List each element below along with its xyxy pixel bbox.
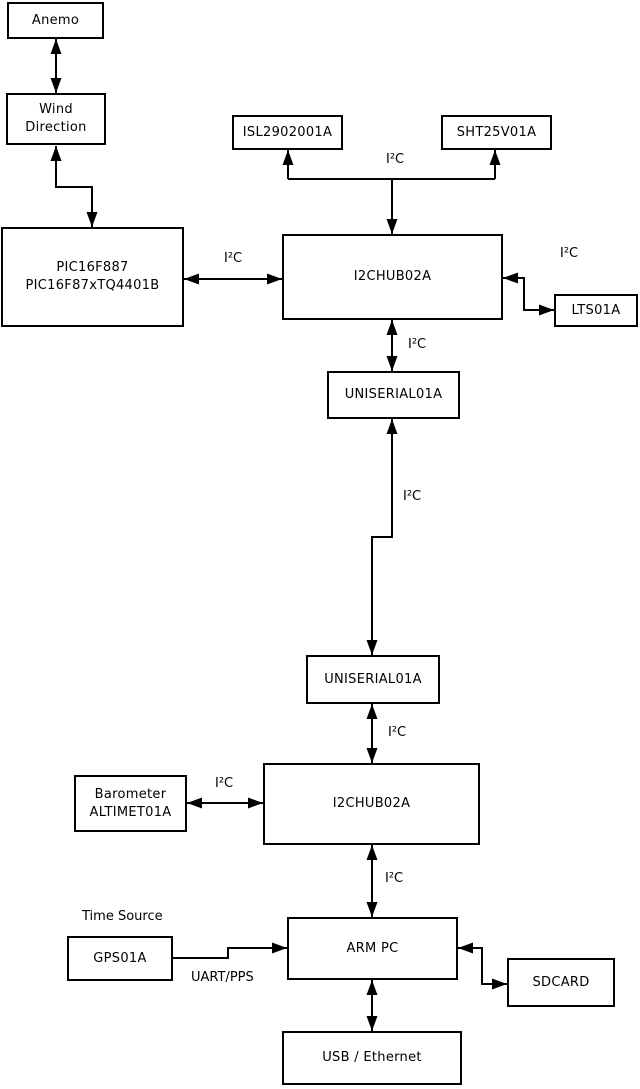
node-wind-direction: Wind Direction — [6, 93, 106, 145]
edge-armpc-sdcard — [458, 942, 507, 990]
edge-uniserial1-uniserial2 — [366, 419, 398, 655]
edge-label-i2c-serial-link: I²C — [403, 489, 422, 504]
edge-label-i2c-pic-hub: I²C — [224, 251, 243, 266]
edge-label-i2c-sensor-bus: I²C — [386, 152, 405, 167]
node-lts01a: LTS01A — [554, 294, 638, 327]
edge-gps-armpc — [173, 942, 287, 959]
node-sdcard: SDCARD — [507, 958, 615, 1007]
node-lts01a-label: LTS01A — [571, 302, 621, 318]
node-barometer-altimet01a: Barometer ALTIMET01A — [74, 775, 187, 832]
node-arm-pc-label: ARM PC — [346, 940, 399, 956]
node-wind-direction-label: Wind Direction — [25, 102, 87, 135]
node-i2chub02a-upper-label: I2CHUB02A — [353, 269, 432, 285]
node-arm-pc: ARM PC — [287, 917, 458, 980]
node-isl2902001a: ISL2902001A — [232, 115, 343, 150]
edge-winddir-pic — [50, 146, 98, 227]
node-gps01a: GPS01A — [67, 936, 173, 981]
node-anemo-label: Anemo — [31, 12, 80, 28]
edge-label-i2c-hub2-arm: I²C — [385, 871, 404, 886]
node-uniserial01a-upper-label: UNISERIAL01A — [344, 387, 443, 403]
node-uniserial01a-lower: UNISERIAL01A — [306, 655, 440, 704]
edge-label-i2c-serial-hub2: I²C — [388, 725, 407, 740]
node-anemo: Anemo — [7, 2, 104, 39]
node-uniserial01a-upper: UNISERIAL01A — [327, 371, 460, 419]
node-barometer-altimet01a-label: Barometer ALTIMET01A — [89, 786, 172, 820]
edge-label-time-source: Time Source — [82, 909, 163, 924]
edge-label-uart-pps: UART/PPS — [191, 970, 254, 985]
edge-label-i2c-hub-serial: I²C — [408, 337, 427, 352]
node-i2chub02a-lower: I2CHUB02A — [263, 763, 480, 845]
node-pic16f887: PIC16F887 PIC16F87xTQ4401B — [1, 227, 184, 327]
node-pic16f887-label: PIC16F887 PIC16F87xTQ4401B — [25, 260, 160, 293]
edge-hub1-lts — [503, 272, 554, 316]
node-uniserial01a-lower-label: UNISERIAL01A — [324, 671, 422, 687]
node-i2chub02a-lower-label: I2CHUB02A — [332, 796, 411, 812]
edge-label-i2c-barometer: I²C — [215, 776, 234, 791]
node-usb-ethernet-label: USB / Ethernet — [322, 1050, 422, 1066]
node-usb-ethernet: USB / Ethernet — [282, 1031, 462, 1085]
node-sdcard-label: SDCARD — [532, 974, 590, 990]
node-sht25v01a: SHT25V01A — [441, 115, 552, 150]
node-isl2902001a-label: ISL2902001A — [242, 124, 333, 140]
edge-label-i2c-lts: I²C — [560, 246, 579, 261]
node-i2chub02a-upper: I2CHUB02A — [282, 234, 503, 320]
node-sht25v01a-label: SHT25V01A — [456, 124, 537, 140]
node-gps01a-label: GPS01A — [93, 950, 147, 966]
